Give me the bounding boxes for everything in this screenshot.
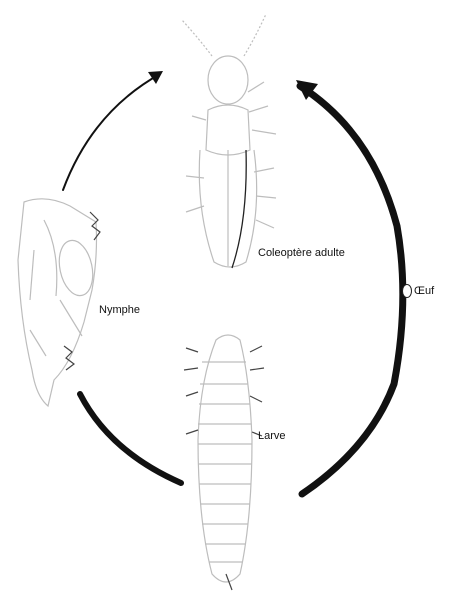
adult-beetle-illustration <box>182 14 276 268</box>
arrow-adult-to-egg <box>300 86 403 494</box>
label-adult-beetle: Coleoptère adulte <box>258 248 345 259</box>
label-nymph: Nymphe <box>99 305 140 316</box>
label-larva: Larve <box>258 431 286 442</box>
larva-illustration <box>184 335 264 590</box>
label-egg: Œuf <box>414 286 434 297</box>
nymph-illustration <box>18 199 100 406</box>
arrow-nymph-to-adult <box>63 74 160 190</box>
arrowhead-nymph-to-adult <box>148 71 163 84</box>
egg-icon <box>402 284 412 298</box>
arrow-larva-to-nymph <box>80 394 181 483</box>
cycle-arrows <box>63 71 403 494</box>
